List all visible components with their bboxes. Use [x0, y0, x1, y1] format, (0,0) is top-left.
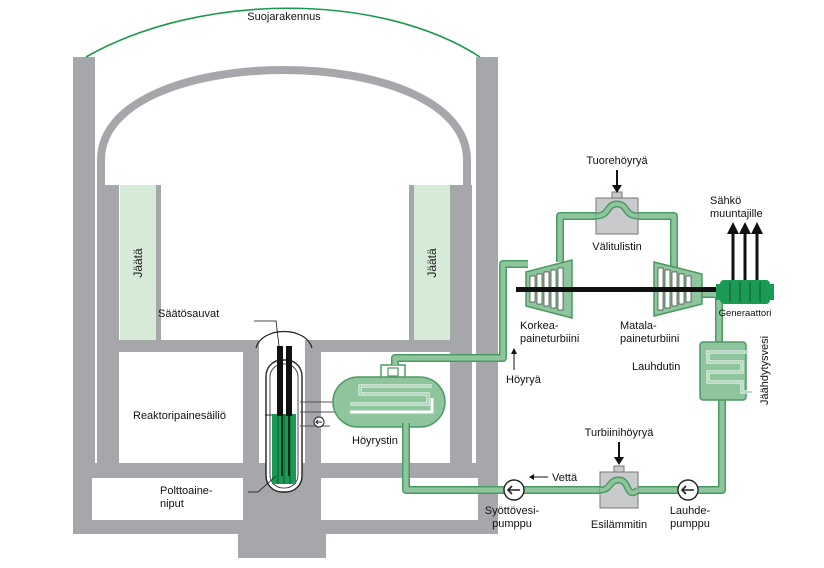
- water-flow-arrow: [529, 474, 548, 480]
- ice-label-left: Jäätä: [131, 248, 145, 278]
- hp-turbine-label-line1: Korkea-: [520, 320, 559, 332]
- ice-condenser-right: [414, 185, 450, 340]
- cooling-water-label: Jäähdytysvesi: [759, 336, 771, 405]
- condenser: [699, 341, 752, 401]
- reheater: [595, 191, 639, 235]
- generator: [716, 280, 774, 304]
- fresh-steam-arrow: [612, 170, 622, 193]
- steam-label: Höyryä: [506, 374, 542, 386]
- pressure-vessel-label: Reaktoripainesäiliö: [133, 410, 226, 422]
- condenser-label: Lauhdutin: [632, 361, 680, 373]
- reheater-label: Välitulistin: [592, 241, 642, 253]
- containment-label: Suojarakennus: [247, 11, 321, 23]
- inner-dome: [97, 66, 471, 185]
- reactor-pressure-vessel: [255, 330, 313, 493]
- control-rods: [277, 346, 292, 416]
- cond-pump-label-line2: pumppu: [670, 518, 710, 530]
- fuel-label-line1: Polttoaine-: [160, 485, 213, 497]
- feedwater-pump: [503, 479, 525, 501]
- cavity-floor: [243, 490, 321, 534]
- outer-wall-left: [73, 57, 95, 465]
- electricity-label-line1: Sähkö: [710, 195, 741, 207]
- control-rods-label: Säätösauvat: [158, 308, 219, 320]
- fuel-label-line2: niput: [160, 498, 184, 510]
- cond-pump-label-line1: Lauhde-: [670, 505, 711, 517]
- outer-dome-line: [85, 7, 481, 58]
- steam-flow-arrow: [511, 348, 517, 370]
- feed-pump-label-line2: pumppu: [492, 518, 532, 530]
- steam-generator-label: Höyrystin: [352, 435, 398, 447]
- containment-building: [73, 7, 498, 558]
- inner-wall-right: [450, 185, 472, 465]
- electricity-arrows: [727, 222, 763, 280]
- turbine-steam-arrow: [614, 442, 624, 465]
- lp-turbine-label-line1: Matala-: [620, 320, 657, 332]
- outer-wall-right: [476, 57, 498, 465]
- steam-generator: [332, 364, 446, 428]
- feed-pump-label-line1: Syöttövesi-: [485, 505, 540, 517]
- generator-label: Generaattori: [719, 308, 772, 319]
- operating-floor-right: [320, 340, 450, 352]
- hp-turbine-label-line2: paineturbiini: [520, 333, 579, 345]
- preheater: [599, 465, 641, 509]
- condensate-pump: [677, 479, 699, 501]
- turbine-steam-label: Turbiinihöyryä: [585, 427, 655, 439]
- fresh-steam-label: Tuorehöyryä: [586, 155, 648, 167]
- ice-label-right: Jäätä: [425, 248, 439, 278]
- lp-turbine-label-line2: paineturbiini: [620, 333, 679, 345]
- electricity-label-line2: muuntajille: [710, 208, 763, 220]
- cavity-wall-left: [243, 340, 259, 465]
- preheater-label: Esilämmitin: [591, 519, 647, 531]
- ice-condenser-left: [120, 185, 156, 340]
- inner-wall-left: [97, 185, 119, 465]
- turbine-shaft: [516, 287, 724, 292]
- water-label: Vettä: [552, 472, 578, 484]
- operating-floor-left: [119, 340, 257, 352]
